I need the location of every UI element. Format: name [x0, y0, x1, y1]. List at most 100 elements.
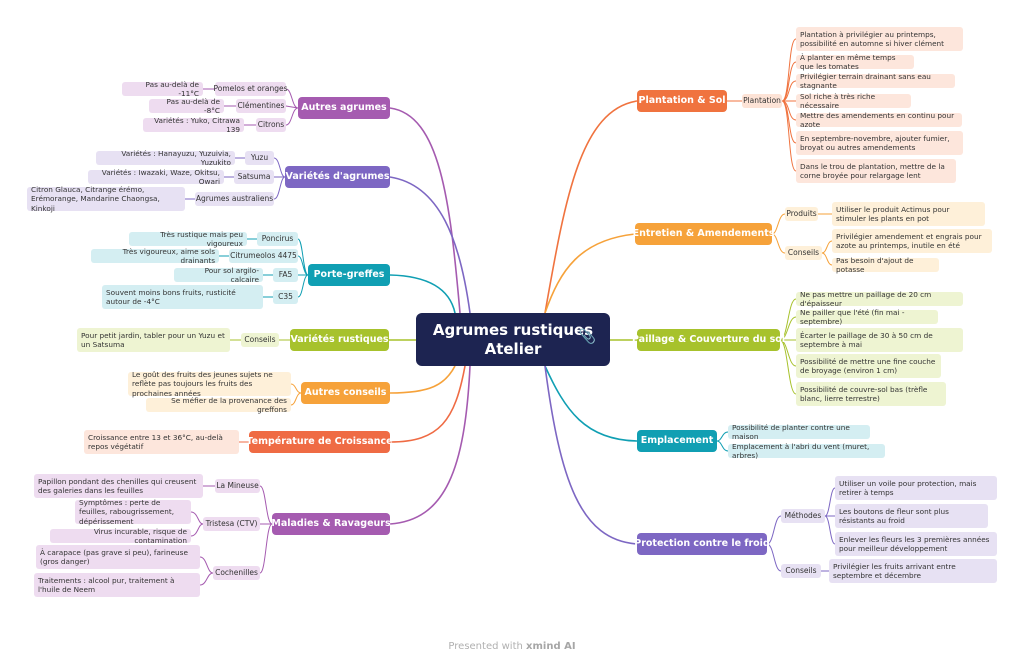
topic-paillage[interactable]: Paillage & Couverture du sol [632, 329, 785, 351]
leaf-paillage-4[interactable]: Possibilité de couvre-sol bas (trèfle bl… [796, 382, 946, 406]
subtopic-fa5[interactable]: FA5 [273, 268, 298, 282]
subtopic-la-mineuse[interactable]: La Mineuse [215, 479, 260, 493]
topic-label: Plantation & Sol [638, 95, 726, 107]
topic-label: Variétés rustiques [290, 334, 389, 346]
topic-label: Autres agrumes [301, 102, 387, 114]
leaf-produits-0[interactable]: Utiliser le produit Actimus pour stimule… [832, 202, 985, 226]
subtopic-label: Pomelos et oranges [213, 84, 288, 94]
leaf-cochenilles-0[interactable]: À carapace (pas grave si peu), farineuse… [36, 545, 200, 569]
leaf-methodes-0[interactable]: Utiliser un voile pour protection, mais … [835, 476, 997, 500]
leaf-methodes-1[interactable]: Les boutons de fleur sont plus résistant… [835, 504, 988, 528]
topic-autres-conseils[interactable]: Autres conseils [301, 382, 390, 404]
leaf-varietes-rustiques[interactable]: Pour petit jardin, tabler pour un Yuzu e… [77, 328, 230, 352]
leaf-methodes-2[interactable]: Enlever les fleurs les 3 premières année… [835, 532, 997, 556]
subtopic-agrumes-australiens[interactable]: Agrumes australiens [195, 192, 274, 206]
topic-emplacement[interactable]: Emplacement [637, 430, 717, 452]
subtopic-methodes[interactable]: Méthodes [781, 509, 825, 523]
subtopic-yuzu[interactable]: Yuzu [245, 151, 274, 165]
leaf-plantation-0[interactable]: Plantation à privilégier au printemps, p… [796, 27, 963, 51]
topic-maladies-ravageurs[interactable]: Maladies & Ravageurs [271, 513, 391, 535]
leaf-emplacement-0[interactable]: Possibilité de planter contre une maison [728, 423, 870, 441]
footer-brand[interactable]: xmind AI [526, 641, 576, 652]
paperclip-icon[interactable]: 📎 [578, 329, 596, 345]
subtopic-satsuma[interactable]: Satsuma [234, 170, 274, 184]
subtopic-conseils-rustiques[interactable]: Conseils [241, 333, 279, 347]
leaf-temperature[interactable]: Croissance entre 13 et 36°C, au-delà rep… [84, 430, 239, 454]
leaf-cochenilles-1[interactable]: Traitements : alcool pur, traitement à l… [34, 573, 200, 597]
subtopic-plantation[interactable]: Plantation [742, 94, 782, 108]
leaf-plantation-3[interactable]: Sol riche à très riche nécessaire [796, 92, 911, 110]
leaf-text: Pas besoin d'ajout de potasse [836, 255, 914, 274]
leaf-text: Très rustique mais peu vigoureux [160, 229, 243, 248]
leaf-emplacement-1[interactable]: Emplacement à l'abri du vent (muret, arb… [728, 442, 885, 460]
leaf-mineuse[interactable]: Papillon pondant des chenilles qui creus… [34, 474, 203, 498]
leaf-yuzu[interactable]: Variétés : Hanayuzu, Yuzuivia, Yuzukito [96, 148, 235, 167]
leaf-agrumes-australiens[interactable]: Citron Glauca, Citrange érémo, Erémorang… [27, 185, 185, 213]
subtopic-label: Produits [786, 209, 817, 219]
leaf-satsuma[interactable]: Variétés : Iwazaki, Waze, Okitsu, Owari [88, 167, 224, 186]
leaf-poncirus[interactable]: Très rustique mais peu vigoureux [129, 229, 247, 248]
subtopic-conseils-froid[interactable]: Conseils [781, 564, 821, 578]
leaf-conseils-froid-0[interactable]: Privilégier les fruits arrivant entre se… [829, 559, 997, 583]
subtopic-pomelos[interactable]: Pomelos et oranges [213, 82, 288, 96]
leaf-paillage-2[interactable]: Écarter le paillage de 30 à 50 cm de sep… [796, 328, 963, 352]
leaf-fa5[interactable]: Pour sol argilo-calcaire [174, 266, 263, 284]
subtopic-c35[interactable]: C35 [273, 290, 298, 304]
leaf-text: Symptômes : perte de feuilles, rabougris… [79, 498, 175, 526]
subtopic-clementines[interactable]: Clémentines [236, 99, 286, 113]
leaf-paillage-0[interactable]: Ne pas mettre un paillage de 20 cm d'épa… [796, 290, 963, 308]
subtopic-label: Méthodes [784, 511, 822, 521]
subtopic-conseils[interactable]: Conseils [785, 246, 822, 260]
leaf-text: Écarter le paillage de 30 à 50 cm de sep… [800, 330, 933, 349]
leaf-citrumeolos[interactable]: Très vigoureux, aime sols drainants [91, 247, 219, 265]
leaf-c35[interactable]: Souvent moins bons fruits, rusticité aut… [102, 285, 263, 309]
leaf-autres-conseils-0[interactable]: Le goût des fruits des jeunes sujets ne … [128, 370, 291, 398]
leaf-clementines[interactable]: Pas au-delà de -8°C [149, 96, 224, 115]
topic-porte-greffes[interactable]: Porte-greffes [308, 264, 390, 286]
leaf-paillage-3[interactable]: Possibilité de mettre une fine couche de… [796, 354, 941, 378]
subtopic-produits[interactable]: Produits [785, 207, 818, 221]
leaf-text: Plantation à privilégier au printemps, p… [800, 29, 945, 48]
leaf-plantation-6[interactable]: Dans le trou de plantation, mettre de la… [796, 159, 956, 183]
leaf-paillage-1[interactable]: Ne pailler que l'été (fin mai - septembr… [796, 308, 938, 326]
topic-temperature-croissance[interactable]: Température de Croissance [246, 431, 393, 453]
leaf-pomelos[interactable]: Pas au-delà de -11°C [122, 80, 203, 98]
leaf-tristesa-1[interactable]: Virus incurable, risque de contamination [50, 526, 191, 545]
leaf-plantation-5[interactable]: En septembre-novembre, ajouter fumier, b… [796, 131, 963, 155]
topic-autres-agrumes[interactable]: Autres agrumes [298, 97, 390, 119]
leaf-text: Variétés : Hanayuzu, Yuzuivia, Yuzukito [121, 148, 231, 167]
subtopic-citrumeolos[interactable]: Citrumeolos 4475 [229, 249, 298, 263]
leaf-plantation-1[interactable]: À planter en même temps que les tomates [796, 53, 914, 71]
leaf-conseils-1[interactable]: Pas besoin d'ajout de potasse [832, 255, 939, 274]
leaf-plantation-4[interactable]: Mettre des amendements en continu pour a… [796, 111, 962, 129]
leaf-text: Variétés : Iwazaki, Waze, Okitsu, Owari [101, 167, 220, 186]
leaf-citrons[interactable]: Variétés : Yuko, Citrawa 139 [143, 116, 244, 134]
topic-label: Protection contre le froid [634, 538, 770, 550]
leaf-autres-conseils-1[interactable]: Se méfier de la provenance des greffons [146, 396, 291, 414]
leaf-text: Virus incurable, risque de contamination [93, 526, 187, 545]
leaf-text: Pas au-delà de -8°C [166, 96, 220, 115]
central-topic[interactable]: Agrumes rustiques Atelier 📎 [416, 313, 610, 366]
subtopic-citrons[interactable]: Citrons [256, 118, 286, 132]
topic-varietes-agrumes[interactable]: Variétés d'agrumes [285, 166, 390, 188]
subtopic-label: Citrons [257, 120, 285, 130]
central-title-line2: Atelier [484, 339, 542, 358]
subtopic-label: Yuzu [250, 153, 269, 163]
topic-varietes-rustiques[interactable]: Variétés rustiques [290, 329, 389, 351]
subtopic-cochenilles[interactable]: Cochenilles [213, 566, 260, 580]
subtopic-label: Cochenilles [215, 568, 258, 578]
leaf-plantation-2[interactable]: Privilégier terrain drainant sans eau st… [796, 72, 955, 90]
leaf-text: À carapace (pas grave si peu), farineuse… [40, 547, 188, 566]
topic-protection-froid[interactable]: Protection contre le froid [634, 533, 770, 555]
subtopic-tristesa[interactable]: Tristesa (CTV) [203, 517, 260, 531]
subtopic-label: Plantation [743, 96, 781, 106]
leaf-conseils-0[interactable]: Privilégier amendement et engrais pour a… [832, 229, 992, 253]
subtopic-label: Poncirus [261, 234, 294, 244]
topic-plantation-sol[interactable]: Plantation & Sol [637, 90, 727, 112]
leaf-tristesa-0[interactable]: Symptômes : perte de feuilles, rabougris… [75, 498, 191, 526]
leaf-text: Citron Glauca, Citrange érémo, Erémorang… [31, 185, 160, 213]
subtopic-poncirus[interactable]: Poncirus [257, 232, 298, 246]
topic-entretien-amendements[interactable]: Entretien & Amendements [633, 223, 774, 245]
